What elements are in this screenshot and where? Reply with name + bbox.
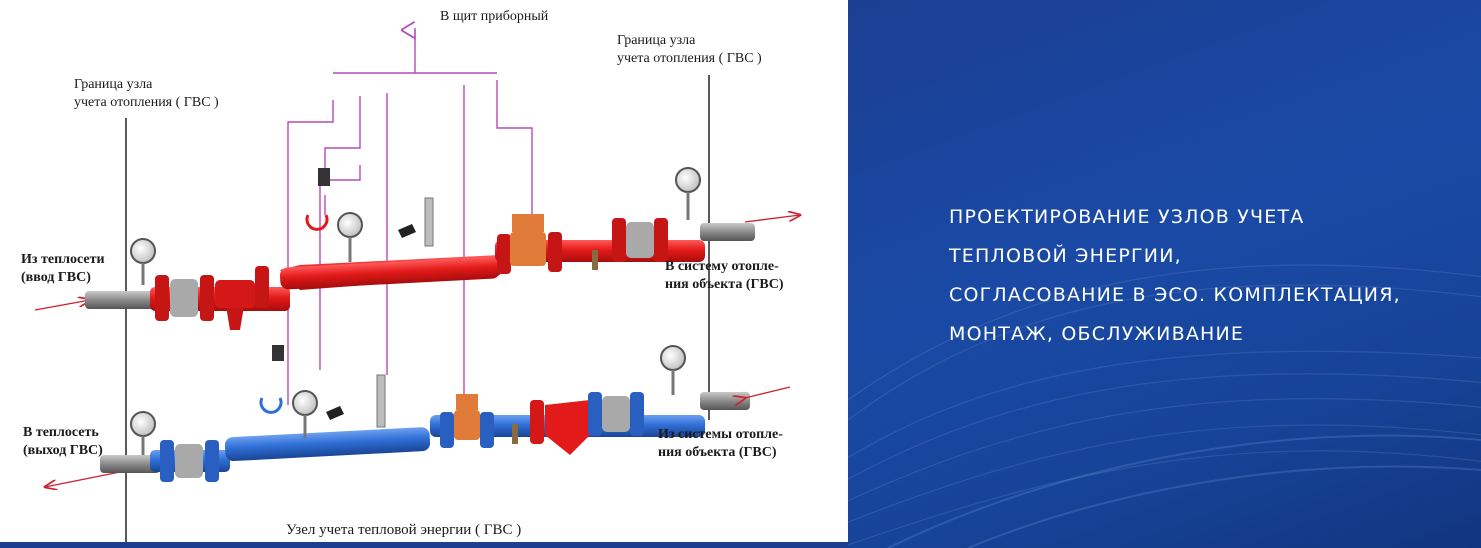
label-supply-in: Из теплосети (ввод ГВС) [21, 251, 105, 287]
label-boundary-right-line1: Граница узла [617, 33, 696, 48]
supply-pipeline [34, 167, 800, 330]
service-banner: ПРОЕКТИРОВАНИЕ УЗЛОВ УЧЕТА ТЕПЛОВОЙ ЭНЕР… [848, 0, 1481, 548]
banner-line-2: ТЕПЛОВОЙ ЭНЕРГИИ, [949, 245, 1182, 267]
pipeline-drawing [34, 0, 848, 542]
banner-line-1: ПРОЕКТИРОВАНИЕ УЗЛОВ УЧЕТА [949, 206, 1305, 228]
return-pipeline [45, 345, 791, 487]
label-supply-out: В систему отопле- ния объекта (ГВС) [665, 258, 784, 294]
signal-lines [287, 28, 533, 405]
banner-text: ПРОЕКТИРОВАНИЕ УЗЛОВ УЧЕТА ТЕПЛОВОЙ ЭНЕР… [949, 198, 1469, 354]
label-return-out-line2: (выход ГВС) [23, 443, 103, 458]
banner-line-4: МОНТАЖ, ОБСЛУЖИВАНИЕ [949, 323, 1245, 345]
label-return-out: В теплосеть (выход ГВС) [23, 424, 103, 460]
label-return-out-line1: В теплосеть [23, 425, 99, 440]
label-return-in-line2: ния объекта (ГВС) [658, 445, 777, 460]
banner-wave-decoration [848, 264, 1481, 548]
label-boundary-left-line2: учета отопления ( ГВС ) [74, 95, 219, 110]
label-boundary-left: Граница узла учета отопления ( ГВС ) [74, 76, 219, 112]
label-to-panel: В щит приборный [440, 9, 549, 24]
banner-line-3: СОГЛАСОВАНИЕ В ЭСО. КОМПЛЕКТАЦИЯ, [949, 284, 1401, 306]
label-boundary-left-line1: Граница узла [74, 77, 153, 92]
label-supply-in-line1: Из теплосети [21, 252, 105, 267]
label-boundary-right: Граница узла учета отопления ( ГВС ) [617, 32, 762, 68]
diagram-caption: Узел учета тепловой энергии ( ГВС ) [286, 522, 522, 538]
label-boundary-right-line2: учета отопления ( ГВС ) [617, 51, 762, 66]
heat-metering-diagram: В щит приборный Граница узла учета отопл… [21, 0, 848, 542]
label-supply-out-line2: ния объекта (ГВС) [665, 277, 784, 292]
label-return-in: Из системы отопле- ния объекта (ГВС) [658, 426, 783, 462]
label-supply-in-line2: (ввод ГВС) [21, 270, 91, 285]
label-return-in-line1: Из системы отопле- [658, 427, 783, 442]
bottom-strip [0, 542, 848, 548]
label-supply-out-line1: В систему отопле- [665, 259, 779, 274]
